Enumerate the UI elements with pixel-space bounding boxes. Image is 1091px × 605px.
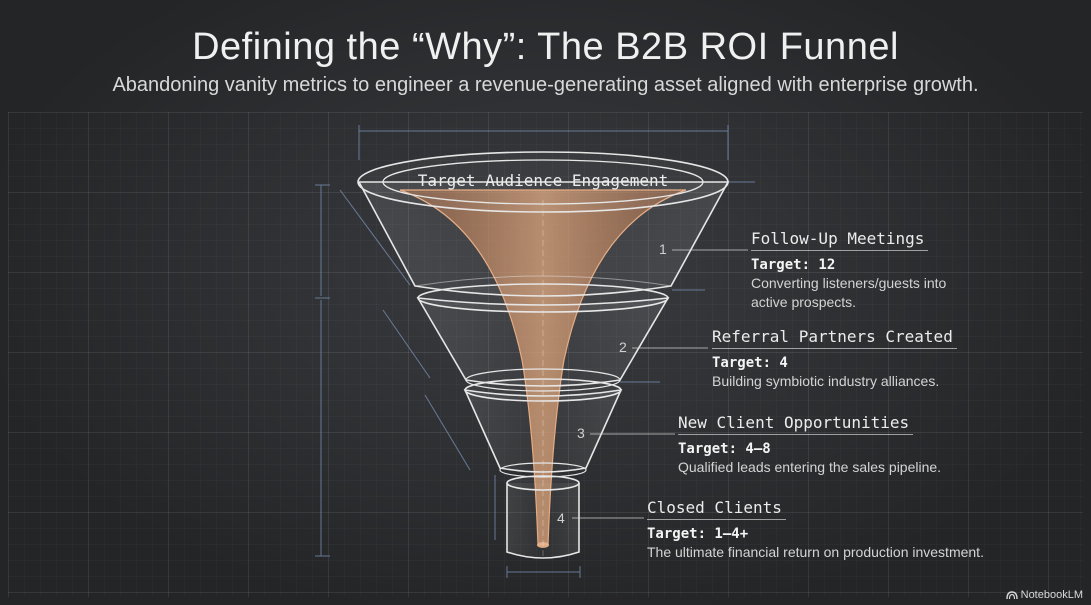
stage-2-name: Referral Partners Created — [712, 327, 957, 349]
dimension-lines — [315, 125, 755, 578]
stage-4-target: Target: 1–4+ — [647, 526, 749, 542]
stage-2-number: 2 — [619, 339, 627, 355]
stage-4-cylinder — [506, 475, 580, 559]
stage-3-label: New Client Opportunities Target: 4–8 Qua… — [678, 413, 1078, 476]
stage-4-name: Closed Clients — [647, 498, 786, 520]
stage-1-label: Follow-Up Meetings Target: 12 Converting… — [751, 229, 1071, 311]
stage-1-description-line1: Converting listeners/guests into — [751, 275, 947, 291]
stage-2-cone — [416, 283, 670, 392]
funnel-top-label: Target Audience Engagement — [417, 171, 669, 190]
page-subtitle: Abandoning vanity metrics to engineer a … — [112, 74, 979, 96]
stage-1-target: Target: 12 — [751, 257, 836, 273]
stage-2-label: Referral Partners Created Target: 4 Buil… — [712, 327, 1072, 390]
page-title: Defining the “Why”: The B2B ROI Funnel — [192, 26, 899, 68]
stage-1-name: Follow-Up Meetings — [751, 229, 929, 251]
stage-4-label: Closed Clients Target: 1–4+ The ultimate… — [647, 498, 1077, 561]
stage-2-target: Target: 4 — [712, 355, 788, 371]
notebooklm-icon — [1005, 590, 1018, 599]
stage-4-description: The ultimate financial return on product… — [647, 544, 984, 560]
stage-2-description: Building symbiotic industry alliances. — [712, 373, 940, 389]
stage-4-number: 4 — [557, 510, 565, 526]
stage-3-name: New Client Opportunities — [678, 413, 914, 435]
stage-3-target: Target: 4–8 — [678, 441, 771, 457]
stage-3-number: 3 — [577, 425, 585, 441]
stage-1-description-line2: active prospects. — [751, 294, 857, 310]
brand-label: NotebookLM — [1020, 589, 1083, 601]
stage-3-description: Qualified leads entering the sales pipel… — [678, 459, 942, 475]
stage-3-cone — [463, 378, 623, 478]
brand-watermark: NotebookLM — [1005, 589, 1083, 601]
stage-1-number: 1 — [659, 241, 667, 257]
leader-lines — [572, 249, 748, 519]
stage-1-cone — [357, 151, 730, 297]
